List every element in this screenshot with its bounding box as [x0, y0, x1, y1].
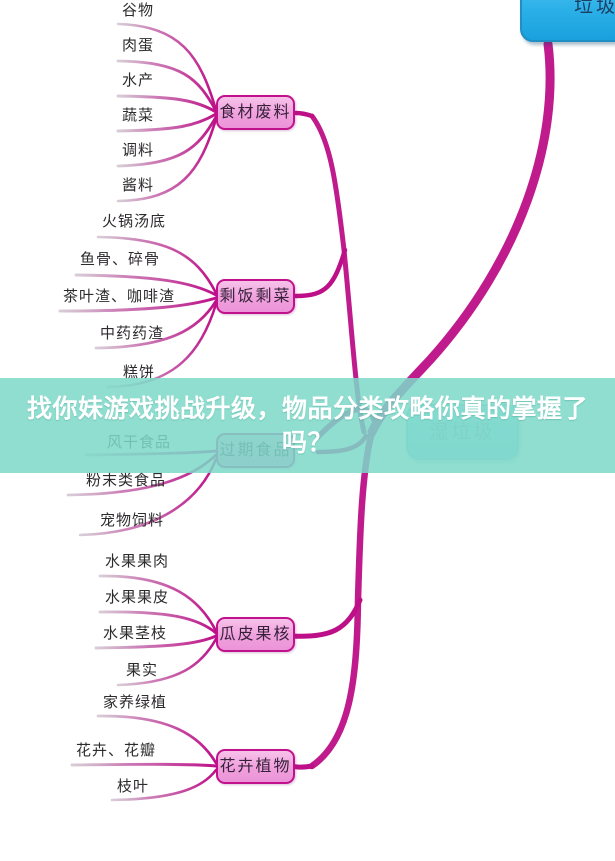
leaf-label: 水果茎枝 [103, 626, 168, 642]
leaf-label: 蔬菜 [122, 108, 155, 124]
category-node-label: 花卉植物 [219, 757, 292, 775]
leaf-label: 水果果皮 [105, 590, 170, 606]
leaf-label: 谷物 [122, 3, 155, 19]
category-node-shengfanshengcai[interactable]: 剩饭剩菜 [216, 279, 295, 314]
leaf-label: 火锅汤底 [102, 214, 167, 230]
leaf-label: 果实 [126, 663, 159, 679]
category-node-label: 食材废料 [219, 103, 292, 121]
leaf-label: 酱料 [122, 178, 155, 194]
leaf-label: 粉末类食品 [86, 473, 167, 489]
article-title-text: 找你妹游戏挑战升级，物品分类攻略你真的掌握了吗？ [26, 394, 588, 457]
top-right-node-laji[interactable]: 垃圾 [520, 0, 615, 42]
category-node-label: 剩饭剩菜 [219, 287, 292, 305]
category-node-label: 瓜皮果核 [219, 625, 292, 643]
leaf-label: 家养绿植 [103, 695, 168, 711]
leaf-label: 糕饼 [123, 365, 156, 381]
leaf-label: 调料 [122, 143, 155, 159]
leaf-label: 枝叶 [117, 779, 150, 795]
leaf-label: 中药药渣 [100, 326, 165, 342]
category-node-guapiguohe[interactable]: 瓜皮果核 [216, 617, 295, 652]
top-right-node-label: 垃圾 [574, 0, 615, 17]
leaf-label: 鱼骨、碎骨 [80, 252, 161, 268]
leaf-label: 花卉、花瓣 [76, 743, 157, 759]
article-title-banner: 找你妹游戏挑战升级，物品分类攻略你真的掌握了吗？ [0, 378, 615, 473]
leaf-label: 茶叶渣、咖啡渣 [63, 289, 176, 305]
leaf-label: 肉蛋 [122, 38, 155, 54]
leaf-label: 水果果肉 [105, 554, 170, 570]
leaf-label: 宠物饲料 [100, 513, 165, 529]
leaf-label: 水产 [122, 73, 155, 89]
category-node-shicaifeiliao[interactable]: 食材废料 [216, 95, 295, 130]
category-node-huahuizhiwu[interactable]: 花卉植物 [216, 749, 295, 784]
